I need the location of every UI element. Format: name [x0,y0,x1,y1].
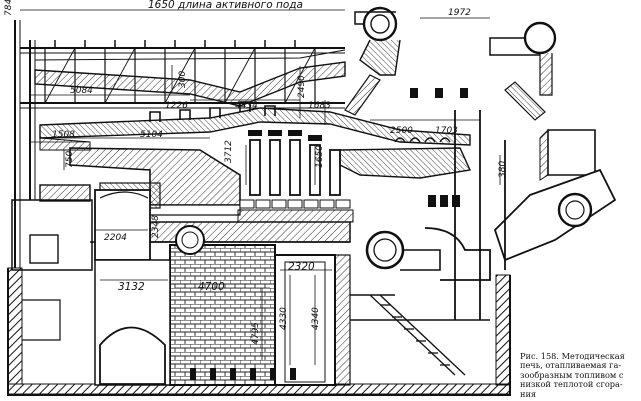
checker-chamber [90,221,351,386]
caption-line-4: низкой теплотой сгора- [520,379,623,390]
dim-3712: 3712 [224,140,234,163]
dimension-labels: 784 1650 длина активного пода 1972 300 5… [4,0,508,345]
caption-line-5: ния [520,388,537,399]
dim-300: 300 [178,71,188,88]
dim-1226: 1226 [165,101,188,111]
dim-4330: 4330 [279,307,289,330]
dim-380: 380 [498,161,508,178]
burner-columns [237,130,354,223]
dim-active-hearth: 1650 длина активного пода [148,0,303,11]
dim-1703: 1703 [435,126,458,136]
ducts-and-pipes [344,6,617,376]
dim-2500: 2500 [390,126,413,136]
dim-2320: 2320 [288,261,315,273]
caption-line-1: Рис. 158. Методическая [520,351,625,361]
steel-frame-left [11,20,93,271]
dim-2490: 2490 [297,75,307,98]
upper-flue-duct [34,49,346,107]
dim-2204: 2204 [104,233,127,243]
dim-784: 784 [4,0,14,16]
dim-1650: 1650 [315,145,325,168]
bottom-burners [190,368,296,380]
left-chamber [94,189,205,386]
caption-line-3: зообразным топливом с [520,369,624,380]
dim-5084: 5084 [70,86,93,96]
dim-1683: 1683 [308,101,331,111]
dim-2348: 2348 [151,215,161,238]
dim-5104: 5104 [140,130,163,140]
dim-4700: 4700 [198,281,225,293]
caption-line-2: печь, отапливаемая га- [520,360,622,371]
dimension-lines [20,9,501,365]
dim-4795: 4795 [251,322,261,345]
dim-750: 750 [65,151,75,168]
furnace-roof [39,101,471,151]
dim-4340: 4340 [311,307,321,330]
figure-caption: Рис. 158. Методическая печь, отапливаема… [520,351,638,399]
dim-1972: 1972 [448,8,471,18]
dim-3132: 3132 [118,281,145,293]
dim-1508: 1508 [52,130,75,140]
soaking-zone [339,137,472,179]
dim-4434: 4434 [235,101,258,111]
